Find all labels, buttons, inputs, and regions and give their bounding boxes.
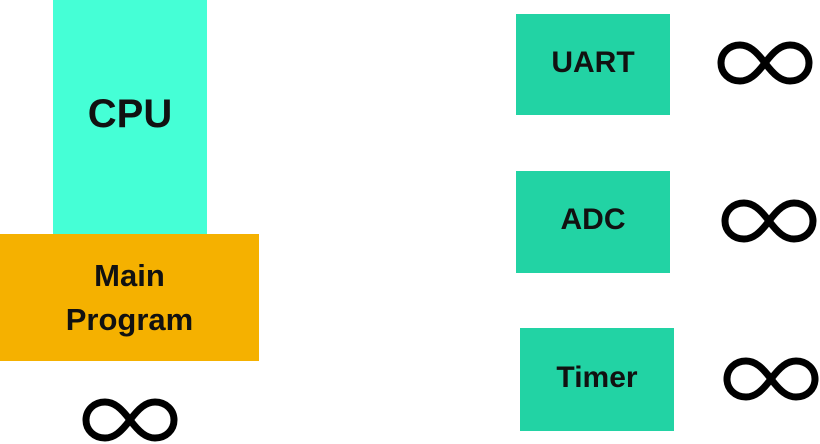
uart-block: UART bbox=[516, 14, 670, 115]
timer-block: Timer bbox=[520, 328, 674, 431]
infinity-icon bbox=[721, 199, 817, 243]
infinity-icon bbox=[82, 398, 178, 442]
infinity-icon bbox=[723, 357, 819, 401]
adc-block: ADC bbox=[516, 171, 670, 273]
infinity-icon bbox=[717, 41, 813, 85]
cpu-block: CPU bbox=[53, 0, 207, 236]
main-program-block: Main Program bbox=[0, 234, 259, 361]
